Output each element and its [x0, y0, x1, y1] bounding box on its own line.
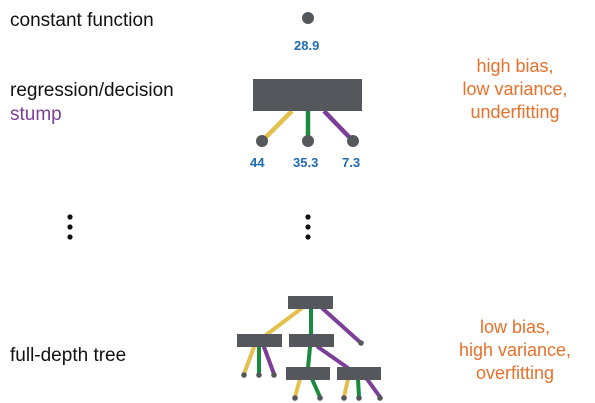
leaf-value-right: 7.3: [342, 155, 361, 170]
annotation-bottom-line2: high variance,: [458, 340, 572, 360]
full-tree-bottom-left-node: [286, 367, 330, 380]
full-tree-left-node: [237, 334, 282, 347]
annotation-top-line3: underfitting: [470, 102, 560, 122]
ellipsis-center: [305, 214, 311, 240]
annotation-bottom-line3: overfitting: [475, 363, 555, 383]
full-tree-bottom-right-node: [337, 367, 381, 380]
stump-branch-right: [322, 109, 355, 143]
leaf-value-left: 44: [250, 155, 265, 170]
full-depth-tree-label: full-depth tree: [10, 345, 127, 366]
full-tree-root-node: [288, 296, 333, 309]
constant-node: [302, 12, 314, 24]
low-bias-annotation: low bias, high variance, overfitting: [445, 316, 585, 385]
stump-leaf-right: [347, 135, 359, 147]
annotation-top-line1: high bias,: [476, 56, 554, 76]
full-tree-branches: [242, 306, 382, 399]
constant-function-label: constant function: [10, 10, 154, 31]
annotation-top-line2: low variance,: [462, 79, 568, 99]
stump-branch-left: [260, 109, 294, 143]
high-bias-annotation: high bias, low variance, underfitting: [445, 55, 585, 124]
full-tree-middle-node: [289, 334, 334, 347]
full-tree-leaves: [241, 340, 383, 401]
stump-label-line1: regression/decision: [10, 80, 174, 101]
stump-leaf-middle: [302, 135, 314, 147]
stump-label-line2: stump: [10, 104, 62, 125]
ellipsis-left: [67, 214, 73, 240]
constant-value: 28.9: [294, 38, 320, 53]
stump-split-node: [253, 79, 362, 111]
leaf-value-middle: 35.3: [293, 155, 319, 170]
annotation-bottom-line1: low bias,: [479, 317, 551, 337]
stump-leaf-left: [256, 135, 268, 147]
